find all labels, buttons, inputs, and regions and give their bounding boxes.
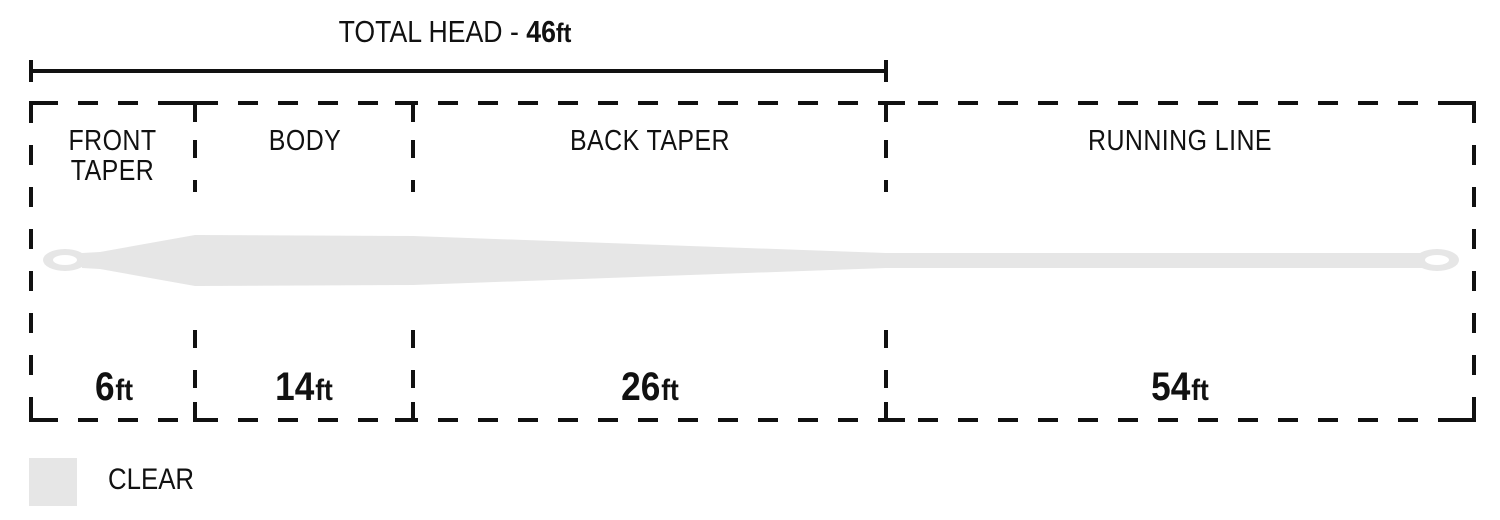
section-label-running-line: RUNNING LINE [931, 126, 1430, 156]
section-label-line: TAPER [70, 155, 155, 187]
section-length-front-taper: 6ft [44, 365, 183, 410]
section-dividers [193, 140, 888, 400]
fly-line-shape [43, 235, 1459, 286]
section-length-body: 14ft [212, 365, 397, 410]
length-unit: ft [115, 374, 134, 407]
box-corners [29, 101, 1476, 422]
section-length-running-line: 54ft [925, 365, 1435, 410]
length-value: 14 [275, 365, 315, 409]
total-head-value: 46 [526, 14, 556, 49]
section-label-back-taper: BACK TAPER [450, 126, 849, 156]
length-value: 54 [1151, 365, 1191, 409]
total-head-prefix: TOTAL HEAD - [338, 14, 527, 49]
section-label-line: BACK TAPER [569, 125, 730, 157]
section-boxes [29, 101, 1476, 422]
section-label-body: BODY [215, 126, 396, 156]
total-head-title: TOTAL HEAD - 46ft [313, 14, 597, 50]
section-label-line: BODY [268, 125, 342, 157]
length-unit: ft [315, 374, 333, 407]
legend-label-clear: CLEAR [108, 463, 195, 496]
length-unit: ft [1191, 374, 1209, 407]
length-value: 6 [94, 365, 115, 409]
section-label-line: RUNNING LINE [1088, 125, 1272, 157]
length-value: 26 [621, 365, 661, 409]
length-unit: ft [661, 374, 679, 407]
section-label-line: FRONT [68, 125, 157, 157]
section-length-back-taper: 26ft [445, 365, 855, 410]
section-label-front-taper: FRONT TAPER [54, 126, 170, 186]
total-head-unit: ft [555, 18, 572, 48]
legend-swatch-clear [29, 458, 77, 506]
total-head-bar [29, 60, 888, 82]
